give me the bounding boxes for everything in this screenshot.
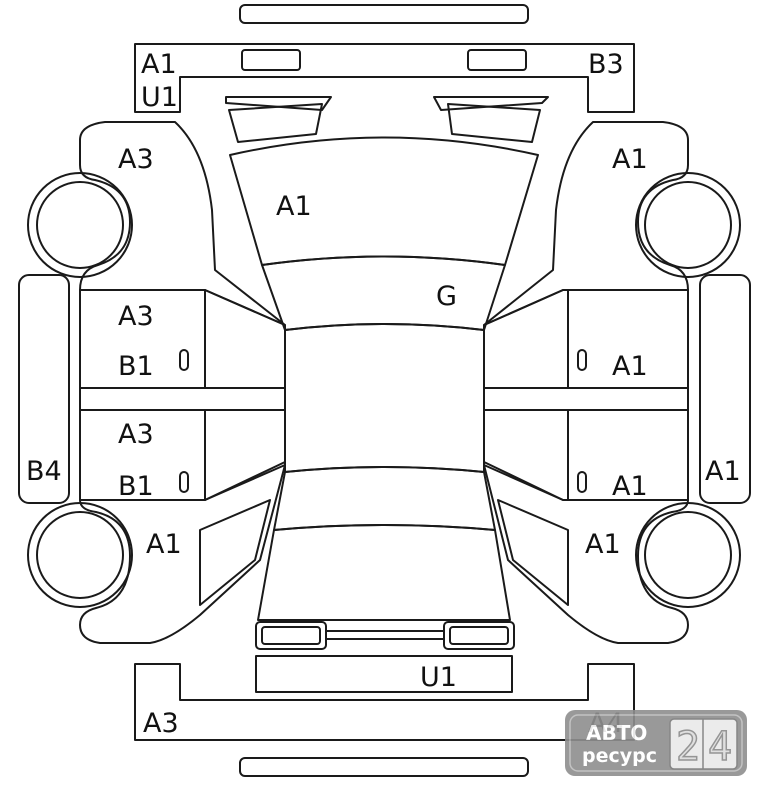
right-rear-door — [483, 409, 689, 501]
left-sill — [18, 274, 70, 504]
label-left-rear-quarter: A1 — [146, 529, 182, 560]
left-rear-handle — [179, 471, 189, 493]
label-windshield: G — [436, 281, 457, 312]
watermark-line1: АВТО — [586, 721, 647, 745]
label-right-rear-door: A1 — [612, 471, 648, 502]
label-front-right-fender: A1 — [612, 144, 648, 175]
right-pillar-strip — [483, 387, 689, 411]
left-front-wheel-outer — [27, 172, 133, 278]
right-front-wheel-inner — [644, 181, 732, 269]
left-front-wheel-inner — [36, 181, 124, 269]
front-left-light-slot — [241, 49, 301, 71]
right-front-door — [483, 289, 689, 389]
label-rear-bumper-left: A3 — [143, 708, 179, 739]
watermark-line2: ресурс — [582, 745, 657, 767]
watermark-digit2: 4 — [708, 724, 732, 770]
left-rear-quarter-window — [199, 499, 271, 606]
rear-bumper — [134, 663, 635, 741]
left-headlight — [225, 96, 332, 111]
right-front-handle — [577, 349, 587, 371]
right-rear-handle — [577, 471, 587, 493]
left-lamp — [228, 103, 323, 143]
trunk-panel — [255, 655, 513, 693]
front-right-light-slot — [467, 49, 527, 71]
rear-window — [273, 466, 496, 531]
watermark-digit1: 2 — [676, 724, 700, 770]
watermark-logo: АВТО ресурс 2 4 — [565, 710, 747, 776]
label-left-front-door-1: A3 — [118, 301, 154, 332]
label-left-sill: B4 — [26, 456, 62, 487]
right-rear-quarter — [483, 464, 689, 644]
right-sill — [699, 274, 751, 504]
label-right-rear-quarter: A1 — [585, 529, 621, 560]
label-left-rear-door-1: A3 — [118, 419, 154, 450]
left-rear-door — [79, 409, 286, 501]
label-front-bumper-lower: U1 — [141, 82, 178, 113]
left-front-fender — [79, 121, 286, 326]
roof — [284, 323, 485, 473]
front-grille-strip — [239, 4, 529, 24]
left-rear-wheel-outer — [27, 502, 133, 608]
label-right-sill: A1 — [705, 456, 741, 487]
trunk-lid — [257, 524, 511, 621]
right-headlight — [433, 96, 549, 111]
label-hood: A1 — [276, 191, 312, 222]
right-rear-wheel-inner — [644, 511, 732, 599]
right-front-fender — [483, 121, 689, 326]
right-lamp — [447, 103, 541, 143]
windshield — [261, 255, 506, 331]
label-right-front-door: A1 — [612, 351, 648, 382]
right-rear-wheel-outer — [635, 502, 741, 608]
right-front-wheel-outer — [635, 172, 741, 278]
right-rear-quarter-window — [497, 499, 569, 606]
label-left-rear-door-2: B1 — [118, 471, 154, 502]
label-front-bumper-left: A1 — [141, 49, 177, 80]
left-rear-wheel-inner — [36, 511, 124, 599]
label-front-left-fender: A3 — [118, 144, 154, 175]
label-trunk: U1 — [420, 662, 457, 693]
left-front-door — [79, 289, 286, 389]
label-front-bumper-right: B3 — [588, 49, 624, 80]
left-front-handle — [179, 349, 189, 371]
left-rear-quarter — [79, 464, 286, 644]
front-bumper — [134, 43, 635, 113]
rear-strip — [239, 757, 529, 777]
left-pillar-strip — [79, 387, 286, 411]
rear-lights — [255, 621, 515, 650]
label-left-front-door-2: B1 — [118, 351, 154, 382]
